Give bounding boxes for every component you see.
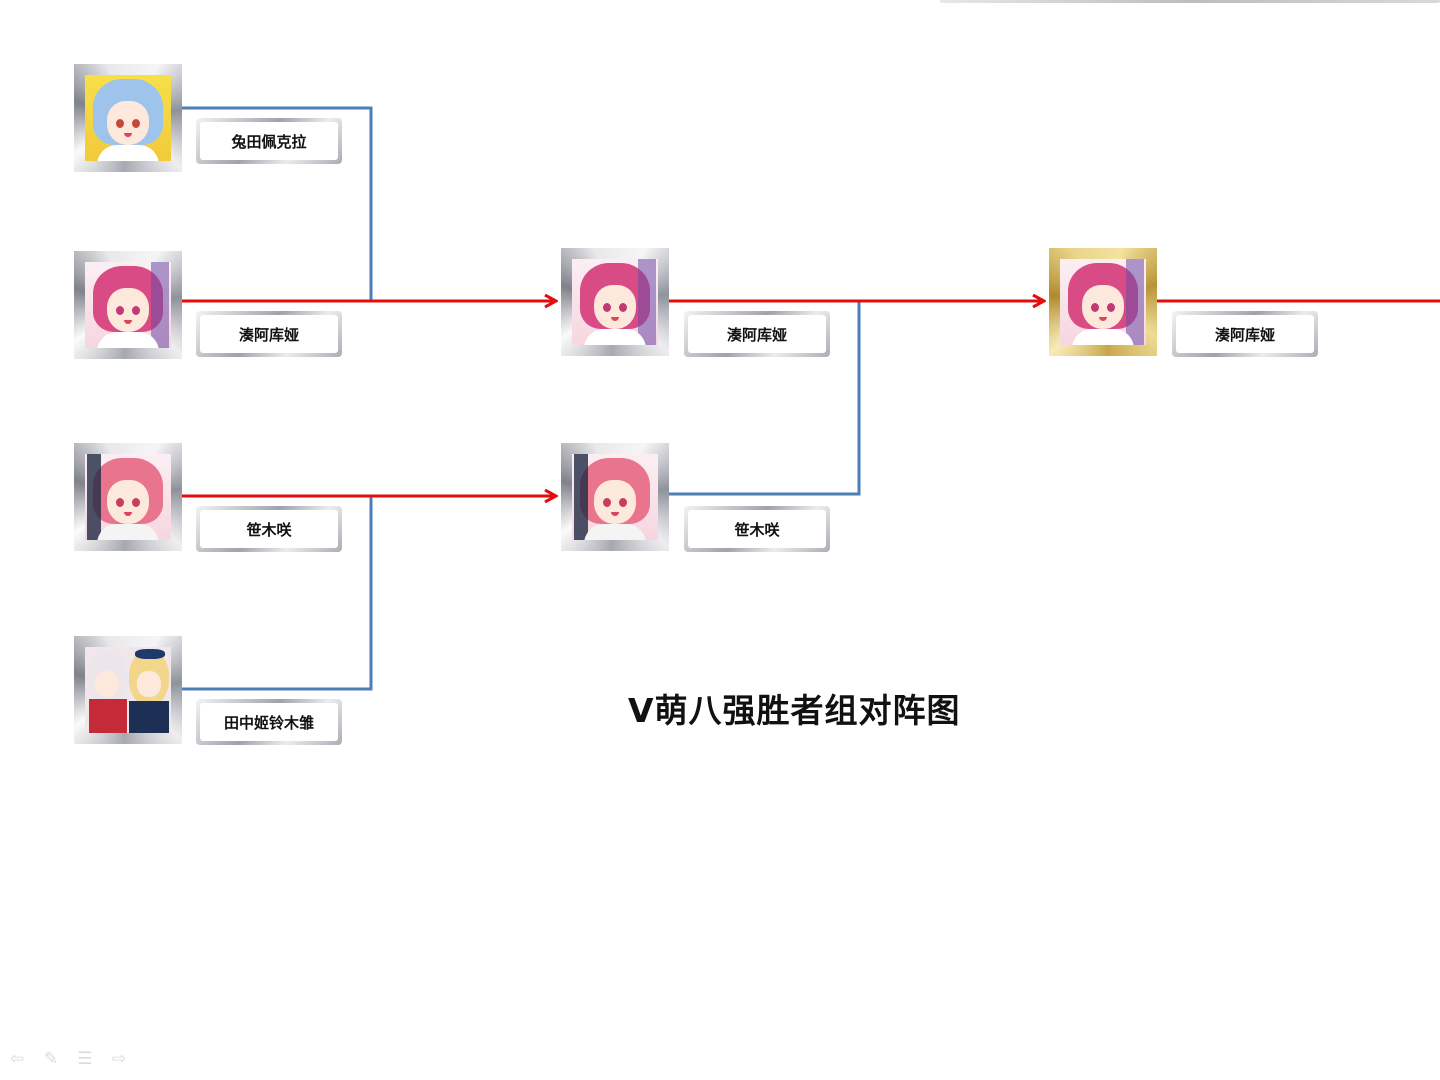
bracket-line-r2 [669,300,861,496]
avatar-r1-1 [74,64,182,172]
avatar-r1-4 [74,636,182,744]
menu-icon[interactable]: ☰ [77,1049,93,1069]
avatar-r2-1 [561,248,669,356]
name-box-r2-2: 笹木咲 [684,506,830,552]
name-box-r1-2: 湊阿库娅 [196,311,342,357]
bracket-line-r1-top [181,106,373,300]
name-box-r1-3: 笹木咲 [196,506,342,552]
arrow-left-icon[interactable]: ⇦ [9,1049,25,1069]
name-box-r1-4: 田中姬铃木雏 [196,699,342,745]
contestant-name: 笹木咲 [688,510,826,548]
name-box-final: 湊阿库娅 [1172,311,1318,357]
contestant-name: 田中姬铃木雏 [200,703,338,741]
portrait-sasaki [85,454,171,540]
name-box-r2-1: 湊阿库娅 [684,311,830,357]
avatar-r1-2 [74,251,182,359]
pen-icon[interactable]: ✎ [43,1049,59,1069]
contestant-name: 湊阿库娅 [200,315,338,353]
avatar-r1-3 [74,443,182,551]
avatar-final [1049,248,1157,356]
bracket-line-r1-bottom [181,496,373,691]
portrait-pekora [85,75,171,161]
top-edge-bar [940,0,1440,3]
name-box-r1-1: 兔田佩克拉 [196,118,342,164]
contestant-name: 湊阿库娅 [688,315,826,353]
portrait-sasaki [572,454,658,540]
portrait-duo [85,647,171,733]
contestant-name: 笹木咲 [200,510,338,548]
slide-navigation: ⇦ ✎ ☰ ⇨ [6,1048,130,1070]
avatar-r2-2 [561,443,669,551]
portrait-aqua [1060,259,1146,345]
arrow-right-icon[interactable]: ⇨ [111,1049,127,1069]
portrait-aqua [85,262,171,348]
contestant-name: 湊阿库娅 [1176,315,1314,353]
portrait-aqua [572,259,658,345]
contestant-name: 兔田佩克拉 [200,122,338,160]
diagram-title: V萌八强胜者组对阵图 [628,691,961,730]
